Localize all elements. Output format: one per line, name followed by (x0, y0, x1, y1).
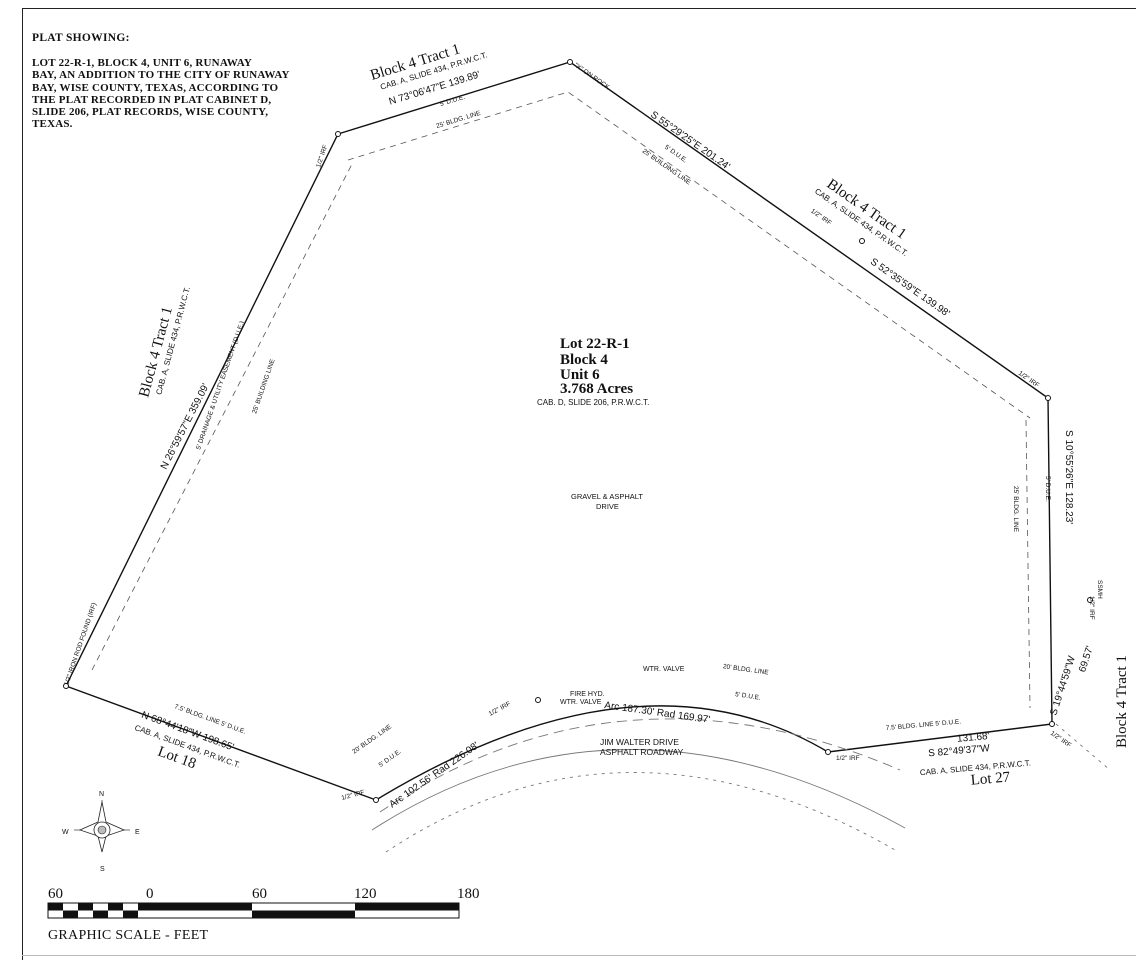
line-label: 5' D.U.E. (1044, 476, 1051, 502)
scale-bar-seg (355, 903, 459, 911)
drive-label: GRAVEL & ASPHALT (571, 492, 643, 501)
monument-label: 1/2" IRF (488, 700, 512, 717)
building-line-left (91, 163, 353, 671)
monuments (63, 59, 1093, 803)
monument-label: 1/2" IRF (836, 755, 860, 762)
water-valve-label: WTR. VALVE (643, 666, 685, 673)
line-label: 25' BLDG. LINE (1012, 486, 1019, 533)
monument-label: SSMH (1096, 580, 1103, 599)
monument-s (825, 749, 831, 755)
desc-line: BAY, WISE COUNTY, TEXAS, ACCORDING TO (32, 81, 279, 94)
bearing-bottom-right-distance: 131.68' (957, 731, 990, 745)
south-label: S (100, 866, 105, 873)
lot-block: Block 4 (560, 352, 608, 368)
line-label: 7.5' BLDG. LINE 5' D.U.E. (886, 718, 962, 732)
monument-label: 1/2" IRON ROD FOUND (IRF) (63, 602, 98, 687)
neighbor-lot-name: Lot 27 (970, 769, 1011, 788)
graphic-scale: 60 0 60 120 180 (47, 886, 480, 919)
line-label: 25' BLDG. LINE (435, 110, 482, 130)
bearing-arc-right: Arc 187.30' Rad 169.97' (604, 700, 711, 726)
monument-label: 1/2" IRF (809, 208, 832, 227)
scale-tick: 0 (146, 886, 154, 902)
road-edge-2 (371, 749, 906, 831)
north-label: N (99, 791, 104, 798)
desc-line: THE PLAT RECORDED IN PLAT CABINET D, (32, 93, 272, 106)
desc-line: SLIDE 206, PLAT RECORDS, WISE COUNTY, (32, 106, 269, 119)
desc-line: LOT 22-R-1, BLOCK 4, UNIT 6, RUNAWAY (32, 57, 253, 69)
lot-boundary (65, 61, 1053, 801)
monument-w (63, 683, 69, 689)
monument-label: 1/2" IRF (341, 789, 366, 802)
line-label: 5' D.U.E. (378, 748, 403, 769)
bearing-arc-left: Arc 102.56' Rad 226.08' (387, 740, 481, 810)
bearing-right-lower: S 19°44'59"W (1048, 654, 1078, 717)
scale-tick: 120 (354, 886, 377, 902)
road-edge-1 (379, 718, 901, 813)
road-edges (371, 718, 1111, 853)
building-line-right (1025, 419, 1031, 709)
line-label: 25' BUILDING LINE (641, 148, 692, 187)
lot-unit: Unit 6 (560, 367, 600, 383)
scale-caption: GRAPHIC SCALE - FEET (48, 928, 209, 943)
monument-n (567, 59, 573, 65)
monument-ne (859, 238, 865, 244)
line-label: 25' BUILDING LINE (251, 358, 276, 415)
scale-tick: 60 (48, 886, 63, 902)
neighbor-label: Block 4 Tract 1 (1114, 655, 1130, 748)
road-edge-4 (1055, 723, 1111, 771)
monument-nw (335, 131, 341, 137)
lot-number: Lot 22-R-1 (560, 336, 630, 352)
line-label: 20' BLDG. LINE (351, 723, 393, 756)
bearing-right-lower-distance: 69.57' (1077, 645, 1096, 674)
line-label: 5' D.U.E. (439, 94, 466, 108)
building-lines (91, 91, 1031, 709)
line-label: 5' D.U.E. (663, 144, 688, 165)
line-label: 20' BLDG. LINE (722, 663, 769, 676)
monument-sw (373, 797, 379, 803)
fire-hydrant-symbol (535, 697, 541, 703)
desc-line: TEXAS. (32, 118, 73, 131)
building-line-top (347, 91, 1031, 419)
scale-bar-seg (252, 910, 355, 918)
sheet-frame (22, 8, 1136, 960)
west-label: W (62, 829, 69, 836)
monument-label: 1/2" IRF (1049, 730, 1072, 749)
monument-se (1049, 721, 1055, 727)
bearing-right-upper: S 52°35'59"E 139.98' (868, 256, 952, 319)
plat-description: LOT 22-R-1, BLOCK 4, UNIT 6, RUNAWAY BAY… (32, 57, 332, 131)
scale-tick: 60 (252, 886, 267, 902)
sheet-bottom-rule (22, 955, 1136, 956)
monument-label: 1/2" IRF (1017, 370, 1040, 389)
scale-tick: 180 (457, 886, 480, 902)
monument-label: 1/2" IRF (1088, 596, 1095, 620)
bearing-right: S 10°55'26"E 128.23' (1063, 430, 1074, 524)
road-edge-3 (385, 772, 896, 853)
monument-e (1045, 395, 1051, 401)
monument-ssmh (1087, 597, 1093, 603)
north-arrow: N S E W (62, 791, 140, 873)
scale-bar-seg (150, 903, 252, 911)
road-name: JIM WALTER DRIVE (600, 737, 679, 747)
plat-title: PLAT SHOWING: (32, 32, 130, 44)
desc-line: BAY, AN ADDITION TO THE CITY OF RUNAWAY (32, 69, 290, 82)
bearing-bottom-right: S 82°49'37"W (928, 743, 991, 759)
drive-label: DRIVE (596, 502, 619, 511)
road-surface: ASPHALT ROADWAY (600, 747, 684, 757)
east-label: E (135, 829, 140, 836)
lot-record: CAB. D, SLIDE 206, P.R.W.C.T. (537, 398, 649, 407)
scale-bar-checker (48, 903, 150, 918)
monument-label: "X" ON ROCK (573, 62, 611, 92)
line-label: 5' D.U.E. (735, 691, 762, 702)
water-valve-label: WTR. VALVE (560, 699, 602, 706)
lot-area: 3.768 Acres (560, 381, 633, 397)
fire-hydrant-label: FIRE HYD. (570, 691, 605, 698)
